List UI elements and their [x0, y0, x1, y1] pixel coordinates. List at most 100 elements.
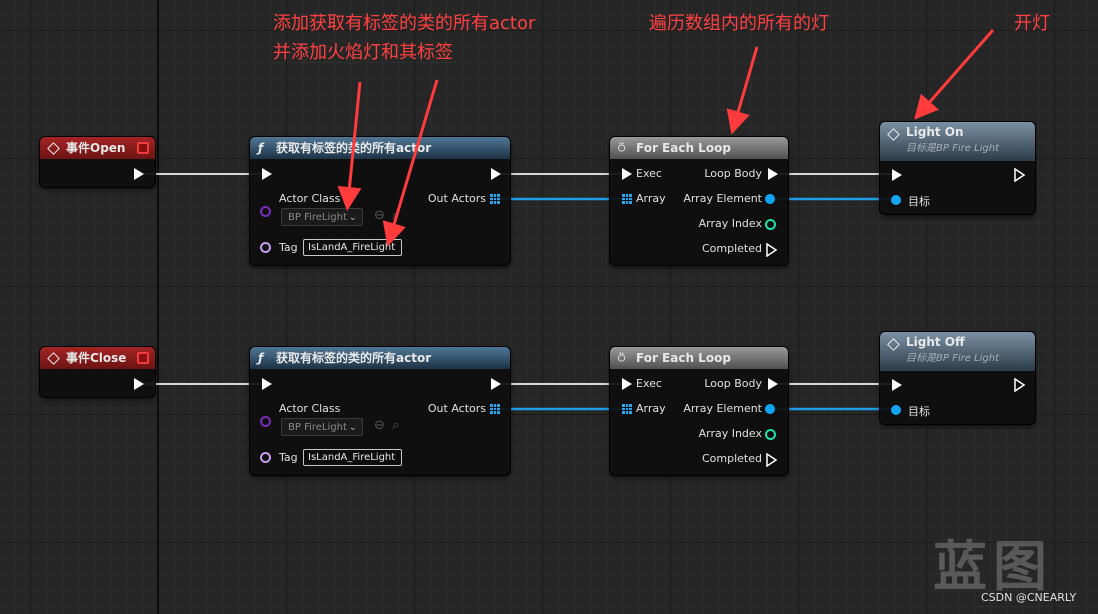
tag-label: Tag [279, 451, 298, 464]
function-icon: ƒ [258, 351, 264, 365]
class-pin[interactable] [260, 416, 271, 427]
dropdown-value: BP FireLight [288, 422, 347, 433]
exec-out-pin[interactable] [491, 378, 501, 390]
array-out-pin[interactable] [490, 404, 500, 414]
node-title: For Each Loop [636, 351, 731, 365]
loop-body-exec-pin[interactable] [768, 378, 778, 390]
array-index-pin[interactable] [765, 219, 776, 230]
exec-out-pin[interactable] [134, 378, 144, 390]
event-node-open[interactable]: 事件Open [40, 137, 155, 187]
tag-label: Tag [279, 241, 298, 254]
use-selected-icon[interactable]: ⊖ [374, 418, 385, 433]
exec-in-pin[interactable] [892, 379, 902, 391]
actor-class-dropdown[interactable]: BP FireLight ⌄ [281, 418, 363, 436]
name-pin[interactable] [260, 242, 271, 253]
arrow-to-for-each-loop [726, 46, 759, 135]
array-element-pin[interactable] [765, 404, 775, 414]
function-icon: ƒ [258, 141, 264, 155]
node-subtitle: 目标是BP Fire Light [906, 143, 999, 154]
target-label: 目标 [908, 195, 930, 208]
array-index-pin[interactable] [765, 429, 776, 440]
exec-label: Exec [636, 377, 662, 390]
exec-in-pin[interactable] [622, 168, 632, 180]
node-header: ⍥ For Each Loop [610, 347, 788, 369]
array-index-label: Array Index [698, 217, 762, 230]
array-in-pin[interactable] [622, 404, 632, 414]
csdn-credit: CSDN @CNEARLY [981, 591, 1077, 604]
chevron-down-icon: ⌄ [348, 212, 357, 223]
arrow-to-actor-class [337, 81, 362, 211]
exec-in-pin[interactable] [262, 378, 272, 390]
loop-body-label: Loop Body [704, 167, 762, 180]
node-header: Light Off 目标是BP Fire Light [880, 332, 1035, 371]
node-header: 事件Close [40, 347, 155, 369]
macro-icon: ⍥ [618, 141, 626, 155]
completed-exec-pin[interactable] [766, 453, 778, 467]
node-title: For Each Loop [636, 141, 731, 155]
light-on-node[interactable]: Light On 目标是BP Fire Light 目标 [880, 122, 1035, 214]
macro-icon: ⍥ [618, 351, 626, 365]
node-header: Light On 目标是BP Fire Light [880, 122, 1035, 161]
node-title: 事件Close [66, 351, 127, 365]
node-header: ƒ 获取有标签的类的所有actor [250, 347, 510, 369]
chevron-down-icon: ⌄ [348, 422, 357, 433]
tag-input[interactable]: IsLandA_FireLight [303, 449, 402, 466]
out-actors-label: Out Actors [427, 402, 486, 415]
out-actors-label: Out Actors [427, 192, 486, 205]
array-out-pin[interactable] [490, 194, 500, 204]
actor-class-label: Actor Class [279, 402, 341, 415]
arrow-to-light-on [914, 29, 995, 120]
get-all-actors-of-class-with-tag-node-1[interactable]: ƒ 获取有标签的类的所有actor Actor Class BP FireLig… [250, 137, 510, 265]
completed-exec-pin[interactable] [766, 243, 778, 257]
array-element-label: Array Element [683, 192, 762, 205]
loop-body-label: Loop Body [704, 377, 762, 390]
stop-icon [137, 352, 149, 364]
arrow-to-tag [382, 79, 439, 247]
class-pin[interactable] [260, 206, 271, 217]
annotation-light-on: 开灯 [1014, 13, 1050, 34]
node-title: Light Off [906, 335, 965, 349]
actor-class-dropdown[interactable]: BP FireLight ⌄ [281, 208, 363, 226]
tag-input[interactable]: IsLandA_FireLight [303, 239, 402, 256]
exec-out-pin[interactable] [1014, 168, 1026, 182]
exec-in-pin[interactable] [262, 168, 272, 180]
array-label: Array [636, 402, 666, 415]
node-title: 事件Open [66, 141, 126, 155]
exec-out-pin[interactable] [134, 168, 144, 180]
browse-search-icon[interactable]: ⌕ [392, 418, 400, 433]
get-all-actors-of-class-with-tag-node-2[interactable]: ƒ 获取有标签的类的所有actor Actor Class BP FireLig… [250, 347, 510, 475]
graph-origin-axis [157, 0, 159, 614]
annotation-add-tag-line1: 添加获取有标签的类的所有actor [273, 13, 536, 34]
array-label: Array [636, 192, 666, 205]
exec-out-pin[interactable] [491, 168, 501, 180]
event-node-close[interactable]: 事件Close [40, 347, 155, 397]
actor-class-label: Actor Class [279, 192, 341, 205]
exec-in-pin[interactable] [892, 169, 902, 181]
array-in-pin[interactable] [622, 194, 632, 204]
use-selected-icon[interactable]: ⊖ [374, 208, 385, 223]
node-title: Light On [906, 125, 964, 139]
exec-out-pin[interactable] [1014, 378, 1026, 392]
for-each-loop-node-2[interactable]: ⍥ For Each Loop Exec Array Loop Body Arr… [610, 347, 788, 475]
exec-label: Exec [636, 167, 662, 180]
completed-label: Completed [702, 242, 762, 255]
dropdown-value: BP FireLight [288, 212, 347, 223]
loop-body-exec-pin[interactable] [768, 168, 778, 180]
node-subtitle: 目标是BP Fire Light [906, 353, 999, 364]
for-each-loop-node-1[interactable]: ⍥ For Each Loop Exec Array Loop Body Arr… [610, 137, 788, 265]
node-header: ⍥ For Each Loop [610, 137, 788, 159]
name-pin[interactable] [260, 452, 271, 463]
exec-in-pin[interactable] [622, 378, 632, 390]
array-index-label: Array Index [698, 427, 762, 440]
target-pin[interactable] [891, 405, 901, 415]
blueprint-watermark: 蓝图 [933, 535, 1053, 598]
array-element-pin[interactable] [765, 194, 775, 204]
target-pin[interactable] [891, 195, 901, 205]
light-off-node[interactable]: Light Off 目标是BP Fire Light 目标 [880, 332, 1035, 424]
node-header: 事件Open [40, 137, 155, 159]
annotation-add-tag-line2: 并添加火焰灯和其标签 [273, 42, 453, 63]
target-label: 目标 [908, 405, 930, 418]
node-title: 获取有标签的类的所有actor [276, 351, 432, 365]
